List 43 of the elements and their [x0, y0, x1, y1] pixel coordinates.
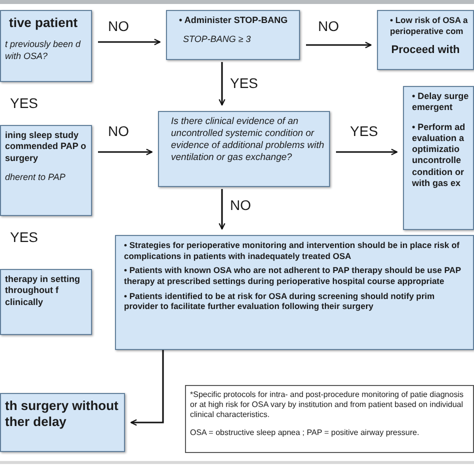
node-text: OSA = obstructive sleep apnea ; PAP = positive airway pressure. [190, 428, 420, 438]
node-text: • Patients with known OSA who are not adherent to PAP therapy should be use PAP therapy at prescribed settings during perioperative hospital course appropriate [124, 265, 462, 286]
arrow [130, 350, 164, 426]
edge-label: NO [318, 19, 339, 33]
node-text: • Strategies for perioperative monitoring and intervention should be in place risk of complications in patients with inadequately treated OSA [124, 240, 460, 262]
node-text: t previously been d with OSA? [5, 39, 82, 62]
action-box [115, 235, 474, 350]
node-text: • Patients identified to be at risk for OSA during screening should notify prim provider to facilitate further evaluation following their surgery [124, 290, 436, 312]
note-box [185, 385, 474, 453]
node-text: • Low risk of OSA a perioperative com [390, 15, 469, 36]
outcome-box [0, 393, 125, 452]
node-text: • Perform ad evaluation a optimizatio uncontrolle condition or with gas ex [412, 122, 466, 189]
decision-box [0, 10, 92, 82]
node-text: tive patient [9, 15, 79, 32]
node-text: • Delay surge emergent [412, 91, 469, 114]
decision-box [158, 111, 330, 187]
arrow [218, 62, 226, 106]
node-text: *Specific protocols for intra- and post-procedure monitoring of patie diagnosis or at high risk for OSA vary by institution and from patient based on individual clinical characteristics. [190, 390, 464, 420]
edge-label: YES [350, 124, 378, 138]
node-text: • Administer STOP-BANG [179, 15, 289, 26]
arrow [336, 148, 398, 156]
edge-label: NO [108, 124, 129, 138]
node-text: Proceed with [390, 44, 461, 58]
arrow [218, 189, 226, 230]
edge-label: YES [230, 76, 258, 90]
action-box [403, 86, 474, 230]
branch-label: YES [10, 230, 38, 244]
process-box [166, 10, 300, 60]
arrow [98, 148, 153, 156]
node-text: Is there clinical evidence of an uncontrolled systemic condition or evidence of additional problems with ventilation or gas exchange? [171, 116, 325, 164]
arrow [306, 42, 372, 48]
node-text: th surgery without ther delay [5, 398, 120, 430]
node-text: therapy in setting throughout f clinically [5, 274, 82, 308]
branch-label: YES [10, 96, 38, 110]
node-text: STOP-BANG ≥ 3 [183, 34, 252, 46]
process-box [0, 269, 92, 335]
arrow [98, 38, 161, 46]
node-text: dherent to PAP [5, 172, 66, 183]
edge-label: NO [230, 198, 251, 212]
edge-label: NO [108, 19, 129, 33]
process-box [0, 125, 92, 216]
node-text: ining sleep study commended PAP o surgery [5, 130, 87, 164]
outcome-box [377, 10, 474, 70]
